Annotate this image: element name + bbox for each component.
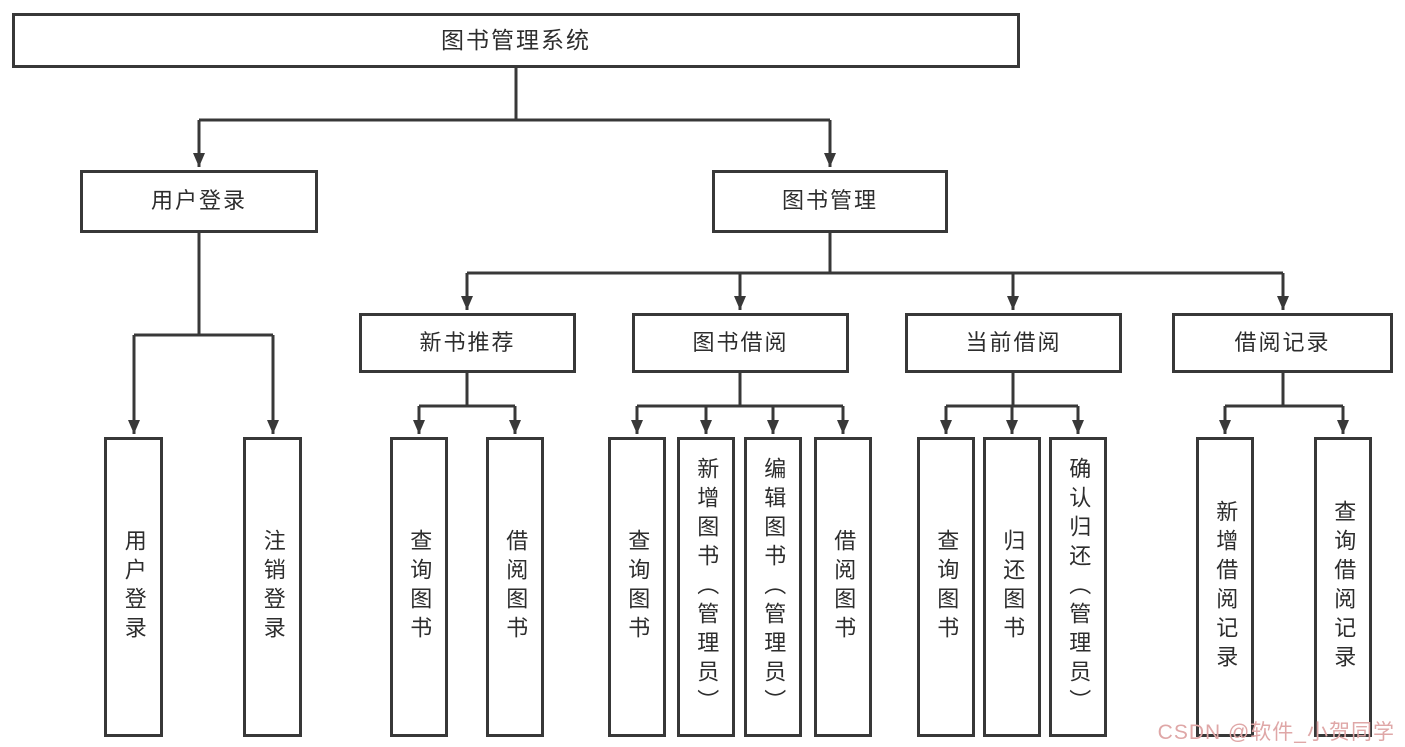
leaf-query-borrow-record: 查询借阅记录 — [1314, 437, 1372, 737]
node-user-login: 用户登录 — [80, 170, 318, 233]
node-borrow-records: 借阅记录 — [1172, 313, 1393, 373]
leaf-add-books-admin: 新增图书（管理员） — [677, 437, 735, 737]
leaf-user-login: 用户登录 — [104, 437, 163, 737]
leaf-confirm-return-admin: 确认归还（管理员） — [1049, 437, 1107, 737]
leaf-query-books-recommend: 查询图书 — [390, 437, 448, 737]
node-new-book-recommend: 新书推荐 — [359, 313, 576, 373]
leaf-query-books-borrowing: 查询图书 — [608, 437, 666, 737]
leaf-add-borrow-record: 新增借阅记录 — [1196, 437, 1254, 737]
leaf-borrow-books-recommend: 借阅图书 — [486, 437, 544, 737]
csdn-watermark: CSDN @软件_小贺同学 — [1157, 721, 1395, 744]
node-current-borrowing: 当前借阅 — [905, 313, 1122, 373]
leaf-edit-books-admin: 编辑图书（管理员） — [744, 437, 802, 737]
node-book-borrowing: 图书借阅 — [632, 313, 849, 373]
leaf-return-books: 归还图书 — [983, 437, 1041, 737]
leaf-query-books-current: 查询图书 — [917, 437, 975, 737]
node-book-management: 图书管理 — [712, 170, 948, 233]
leaf-borrow-books: 借阅图书 — [814, 437, 872, 737]
node-library-system: 图书管理系统 — [12, 13, 1020, 68]
leaf-logout: 注销登录 — [243, 437, 302, 737]
